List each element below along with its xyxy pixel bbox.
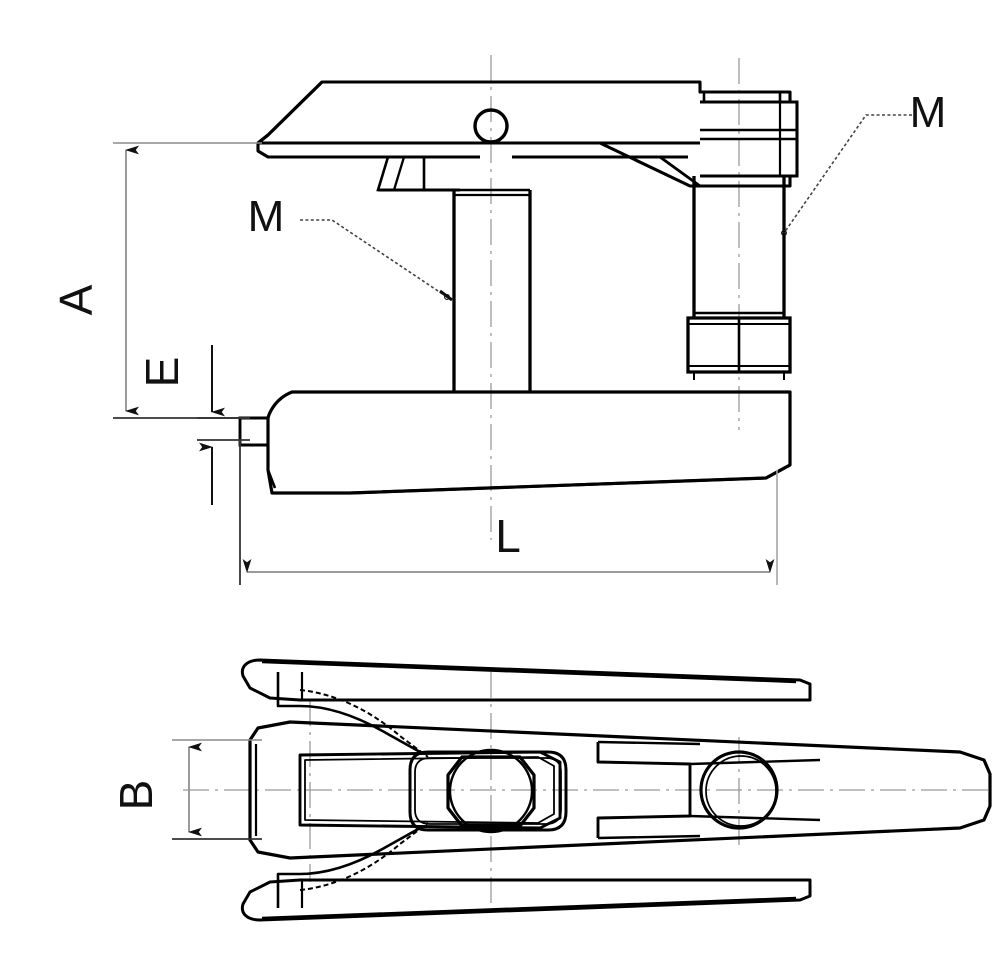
plan-upper-jaw-inner-edge <box>261 660 797 684</box>
upper-arm-rib-fold <box>392 156 406 191</box>
lower-arm-nose-curve <box>266 445 277 489</box>
plan-lower-jaw-inner-edge <box>261 896 797 920</box>
callout-M-left-arrowhead <box>439 289 453 302</box>
callout-M-right-leader <box>781 114 912 236</box>
callout-M-right: M <box>781 88 947 236</box>
plan-main-body <box>248 720 992 860</box>
plan-lower-hook-outer <box>276 826 421 908</box>
plan-right-slot-ledge-top <box>689 758 821 766</box>
plan-left-pocket-inner <box>304 756 555 824</box>
centerlines-plan-view <box>183 672 990 912</box>
plan-right-slot-bottom <box>597 834 701 840</box>
round-hole-plan-inner <box>705 755 777 827</box>
plan-hex-boss-inner <box>414 757 562 825</box>
plan-bottom-view: B <box>110 658 992 922</box>
plan-hex-boss <box>408 750 568 832</box>
dimension-A-label: A <box>50 284 102 315</box>
dimension-E: E <box>136 345 250 505</box>
callout-M-left-label: M <box>248 192 285 241</box>
plan-upper-jaw-prong <box>240 658 812 702</box>
upper-arm-left-bevel <box>257 80 324 145</box>
dimension-B: B <box>110 739 262 840</box>
pivot-hole <box>473 108 509 144</box>
plan-right-slot-top <box>597 740 701 746</box>
upper-arm-right-shoulder <box>659 155 790 188</box>
plan-lower-hook-inner <box>299 822 429 891</box>
plan-right-slot-ledge-bottom <box>689 814 821 822</box>
callout-M-right-label: M <box>910 88 947 137</box>
plan-right-slot <box>596 742 692 838</box>
hex-nut-plan-circle <box>448 748 534 834</box>
plan-upper-hook-outer <box>276 672 421 754</box>
lower-arm-nose-block <box>238 416 270 447</box>
upper-arm-tip <box>256 143 480 159</box>
lower-arm-bottom-edge <box>272 463 791 495</box>
dimension-E-label: E <box>136 357 188 388</box>
plan-lower-jaw-prong <box>240 878 812 922</box>
callout-M-left-leader <box>300 219 450 300</box>
centerlines-side-view <box>490 55 740 540</box>
dimension-L: L <box>239 440 778 585</box>
round-hole-plan <box>699 750 779 830</box>
hex-nut-plan <box>446 755 536 828</box>
dimension-B-label: B <box>110 780 162 811</box>
upper-clamp-arm <box>256 80 799 188</box>
side-elevation-view: A E L M <box>50 55 946 585</box>
hex-nut <box>686 316 792 374</box>
plan-upper-hook-inner <box>299 689 429 758</box>
upper-arm-rib-left <box>376 156 426 192</box>
callout-M-left: M <box>248 192 453 302</box>
lower-clamp-arm <box>266 390 792 495</box>
dimension-L-label: L <box>495 510 521 562</box>
dimension-A: A <box>50 142 262 419</box>
